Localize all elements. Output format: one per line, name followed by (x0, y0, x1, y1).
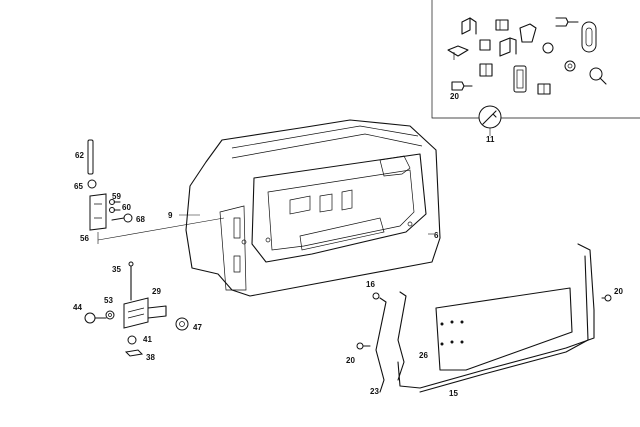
check-strap-29 (123, 297, 167, 329)
weatherstrip-23 (375, 291, 407, 393)
callout-15: 15 (449, 389, 458, 398)
inset-clips-group (447, 17, 607, 95)
knob-part (542, 42, 554, 54)
callout-29: 29 (152, 287, 161, 296)
callout-labels: 62 65 59 60 68 56 9 35 44 53 29 47 41 38… (73, 92, 623, 398)
washer-53 (105, 310, 115, 320)
clip-part (513, 65, 527, 93)
callout-16: 16 (366, 280, 375, 289)
stop-41 (127, 335, 137, 345)
plug-part (589, 67, 607, 85)
bushing-part (87, 179, 97, 189)
small-screw-59 (109, 199, 121, 205)
callout-68: 68 (136, 215, 145, 224)
bolt-68 (111, 213, 133, 223)
callout-56: 56 (80, 234, 89, 243)
clip-20-left (356, 342, 371, 350)
callout-41: 41 (143, 335, 152, 344)
callout-53: 53 (104, 296, 113, 305)
callout-65: 65 (74, 182, 83, 191)
clip-38 (124, 349, 144, 357)
bolt-44 (84, 312, 107, 324)
callout-6: 6 (434, 231, 439, 240)
clip-part (479, 63, 493, 77)
seal-strip-15 (397, 243, 595, 393)
screw-part (451, 81, 473, 91)
callout-20-top: 20 (450, 92, 459, 101)
clip-part (461, 17, 477, 35)
inset-frame (431, 0, 640, 119)
callout-38: 38 (146, 353, 155, 362)
trim-panel-26 (435, 287, 573, 371)
callout-62: 62 (75, 151, 84, 160)
callout-23: 23 (370, 387, 379, 396)
clip-part (519, 23, 537, 43)
callout-35: 35 (112, 265, 121, 274)
nut-part (564, 60, 576, 72)
door-shell (185, 119, 441, 297)
screw-part (555, 17, 579, 27)
wrench-icon (478, 105, 502, 129)
callout-59: 59 (112, 192, 121, 201)
callout-44: 44 (73, 303, 82, 312)
callout-26: 26 (419, 351, 428, 360)
roller-47 (175, 317, 189, 331)
callout-47: 47 (193, 323, 202, 332)
clip-part (447, 45, 469, 60)
callout-20-left: 20 (346, 356, 355, 365)
leader-lines (97, 128, 491, 244)
clip-part (495, 19, 509, 31)
clip-16 (372, 292, 380, 300)
small-screw-60 (109, 207, 121, 213)
hinge-pin (87, 139, 94, 175)
clip-part (479, 39, 491, 51)
clip-part (537, 83, 551, 95)
callout-9: 9 (168, 211, 173, 220)
clip-20-right (601, 294, 612, 302)
callout-11: 11 (486, 135, 495, 144)
callout-60: 60 (122, 203, 131, 212)
hinge-bracket (89, 193, 107, 231)
clip-part (499, 37, 517, 57)
callout-20-right: 20 (614, 287, 623, 296)
grommet-part (581, 21, 597, 53)
pin-35 (128, 261, 134, 301)
